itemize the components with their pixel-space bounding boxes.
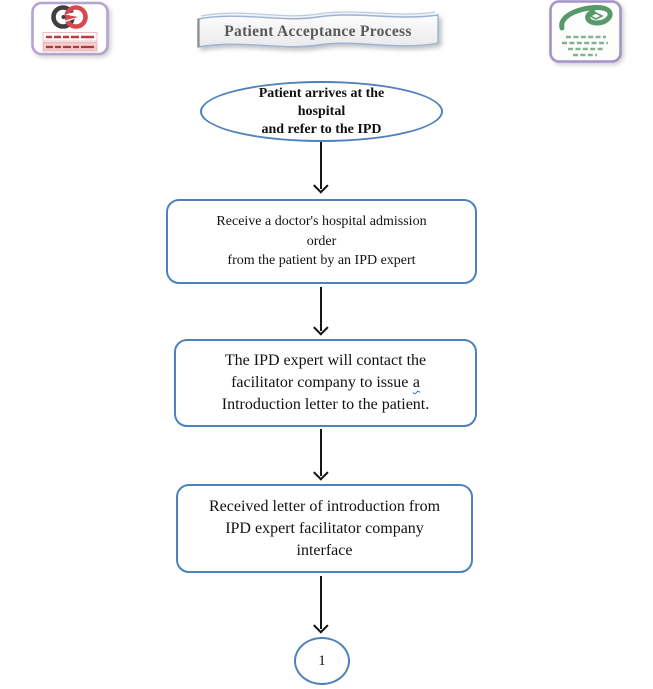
grammar-flagged-word: a [412,374,420,391]
start-line-2: hospital [297,103,346,119]
start-line-3: and refer to the IPD [261,121,382,137]
hospital-logo-icon [31,1,109,56]
process-box-2: The IPD expert will contact the facilita… [174,339,477,427]
university-logo [548,0,623,64]
start-line-1: Patient arrives at the [258,85,385,101]
step1-line-2: order [306,233,337,249]
step1-line-1: Receive a doctor's hospital admission [216,214,427,230]
flow-arrow-1 [320,142,322,189]
start-terminator-oval: Patient arrives at the hospital and refe… [200,81,443,142]
process-box-3: Received letter of introduction from IPD… [176,484,473,573]
flow-arrow-2 [320,287,322,331]
flow-arrow-4 [320,576,322,629]
flow-arrow-3 [320,429,322,476]
off-page-connector: 1 [294,637,350,685]
university-logo-icon [549,0,622,63]
process-box-1: Receive a doctor's hospital admission or… [166,199,477,284]
step1-line-3: from the patient by an IPD expert [227,253,416,269]
page-title: Patient Acceptance Process [224,23,412,40]
step3-line-3: interface [296,541,353,559]
connector-label: 1 [318,652,326,669]
title-banner: Patient Acceptance Process [195,6,441,56]
step3-line-1: Received letter of introduction from [208,497,441,515]
hospital-logo [30,1,110,56]
step2-line-3: Introduction letter to the patient. [221,396,430,413]
step2-line-2-text: facilitator company to issue [231,374,409,391]
banner-wave-shape [197,11,439,48]
step2-line-1: The IPD expert will contact the [224,352,427,369]
step3-line-2: IPD expert facilitator company [225,519,424,537]
